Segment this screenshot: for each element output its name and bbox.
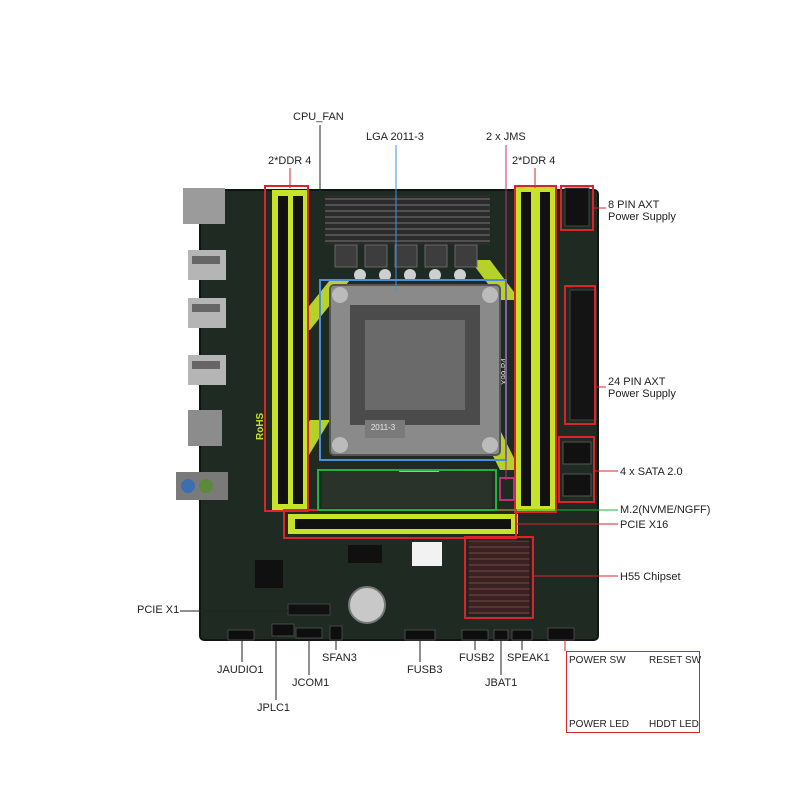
cpu-socket <box>329 284 501 456</box>
jcom-label: JCOM1 <box>292 677 330 689</box>
rohs-text: RoHS <box>255 412 266 440</box>
power-led-label: POWER LED <box>569 719 630 730</box>
ddr-left-label: 2*DDR 4 <box>268 155 312 167</box>
dimm-slots-right <box>516 186 556 512</box>
reset-sw-label: RESET SW <box>649 655 702 666</box>
chipset-highlight <box>464 536 534 619</box>
socket-model-text: 2011-3 <box>371 423 396 432</box>
ps2-port <box>183 188 225 224</box>
usb-port-3 <box>192 361 220 369</box>
power-sw-label: POWER SW <box>569 655 626 666</box>
lan-port <box>188 410 222 446</box>
twentyfour-pin-connector <box>569 289 597 421</box>
front-panel-callout: POWER SW RESET SW POWER LED HDDT LED <box>566 651 702 733</box>
m2-highlight <box>317 469 497 511</box>
eight-pin-label-line2: Power Supply <box>608 211 676 223</box>
qr-sticker <box>412 542 442 566</box>
jms-highlight <box>499 477 515 501</box>
jplc-label: JPLC1 <box>257 702 291 714</box>
sata-label: 4 x SATA 2.0 <box>620 466 683 478</box>
rear-io <box>176 188 228 500</box>
lga-label: LGA 2011-3 <box>366 131 424 143</box>
pcie-x16-label: PCIE X16 <box>620 519 669 531</box>
sata-highlight <box>558 436 595 503</box>
pcie-x1-slot <box>287 603 331 616</box>
jbat-label: JBAT1 <box>485 677 518 689</box>
fusb2-label: FUSB2 <box>459 652 495 664</box>
sfan-label: SFAN3 <box>322 652 357 664</box>
chipset-label: H55 Chipset <box>620 571 681 583</box>
jaudio-label: JAUDIO1 <box>217 664 264 676</box>
vrm-heatsink <box>325 195 490 245</box>
speak-label: SPEAK1 <box>507 652 550 664</box>
jms-label: 2 x JMS <box>486 131 526 143</box>
bottom-headers <box>227 623 575 641</box>
super-io-chip <box>255 560 283 588</box>
eight-pin-label-line1: 8 PIN AXT <box>608 199 660 211</box>
sata-ports <box>562 441 592 497</box>
cpu-fan-label: CPU_FAN <box>293 111 344 123</box>
bios-chip <box>348 545 382 563</box>
fusb3-label: FUSB3 <box>407 664 443 676</box>
vrm-chokes <box>334 244 478 268</box>
chipset-heatsink <box>467 539 531 616</box>
twentyfour-pin-label-line2: Power Supply <box>608 388 676 400</box>
m2-slot <box>322 472 492 508</box>
pcie-x1-label: PCIE X1 <box>137 604 180 616</box>
cmos-battery <box>348 586 386 624</box>
usb-port-2 <box>192 304 220 312</box>
ddr-right-label: 2*DDR 4 <box>512 155 556 167</box>
usb-port-1 <box>192 256 220 264</box>
capacitors <box>354 269 466 281</box>
slot-model-text: X99-P4 <box>500 358 509 385</box>
m2-label: M.2(NVME/NGFF) <box>620 504 711 516</box>
audio-jacks <box>176 472 228 500</box>
hddt-led-label: HDDT LED <box>649 719 699 730</box>
eight-pin-connector <box>564 187 590 227</box>
twentyfour-pin-highlight <box>564 285 596 425</box>
twentyfour-pin-label-line1: 24 PIN AXT <box>608 376 666 388</box>
dimm-slots-left <box>272 190 308 510</box>
